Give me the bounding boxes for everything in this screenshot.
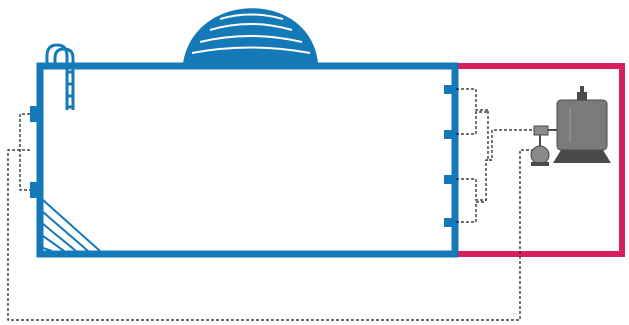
dome-cover: [183, 8, 318, 63]
nozzle-3: [444, 175, 456, 184]
left-inlet-top: [30, 106, 39, 122]
piping: [7, 88, 534, 321]
nozzle-2: [444, 130, 456, 139]
skimmer-inlets-left: [30, 106, 39, 198]
nozzle-1: [444, 85, 456, 94]
pool-basin: [36, 62, 459, 258]
nozzle-4: [444, 218, 456, 227]
return-nozzles-right: [444, 85, 456, 227]
corner-steps: [43, 199, 101, 251]
pump: [530, 135, 550, 166]
sand-filter: [553, 86, 611, 163]
pool-ladder: [45, 43, 75, 110]
multiport-valve: [533, 125, 557, 136]
left-inlet-bottom: [30, 182, 39, 198]
